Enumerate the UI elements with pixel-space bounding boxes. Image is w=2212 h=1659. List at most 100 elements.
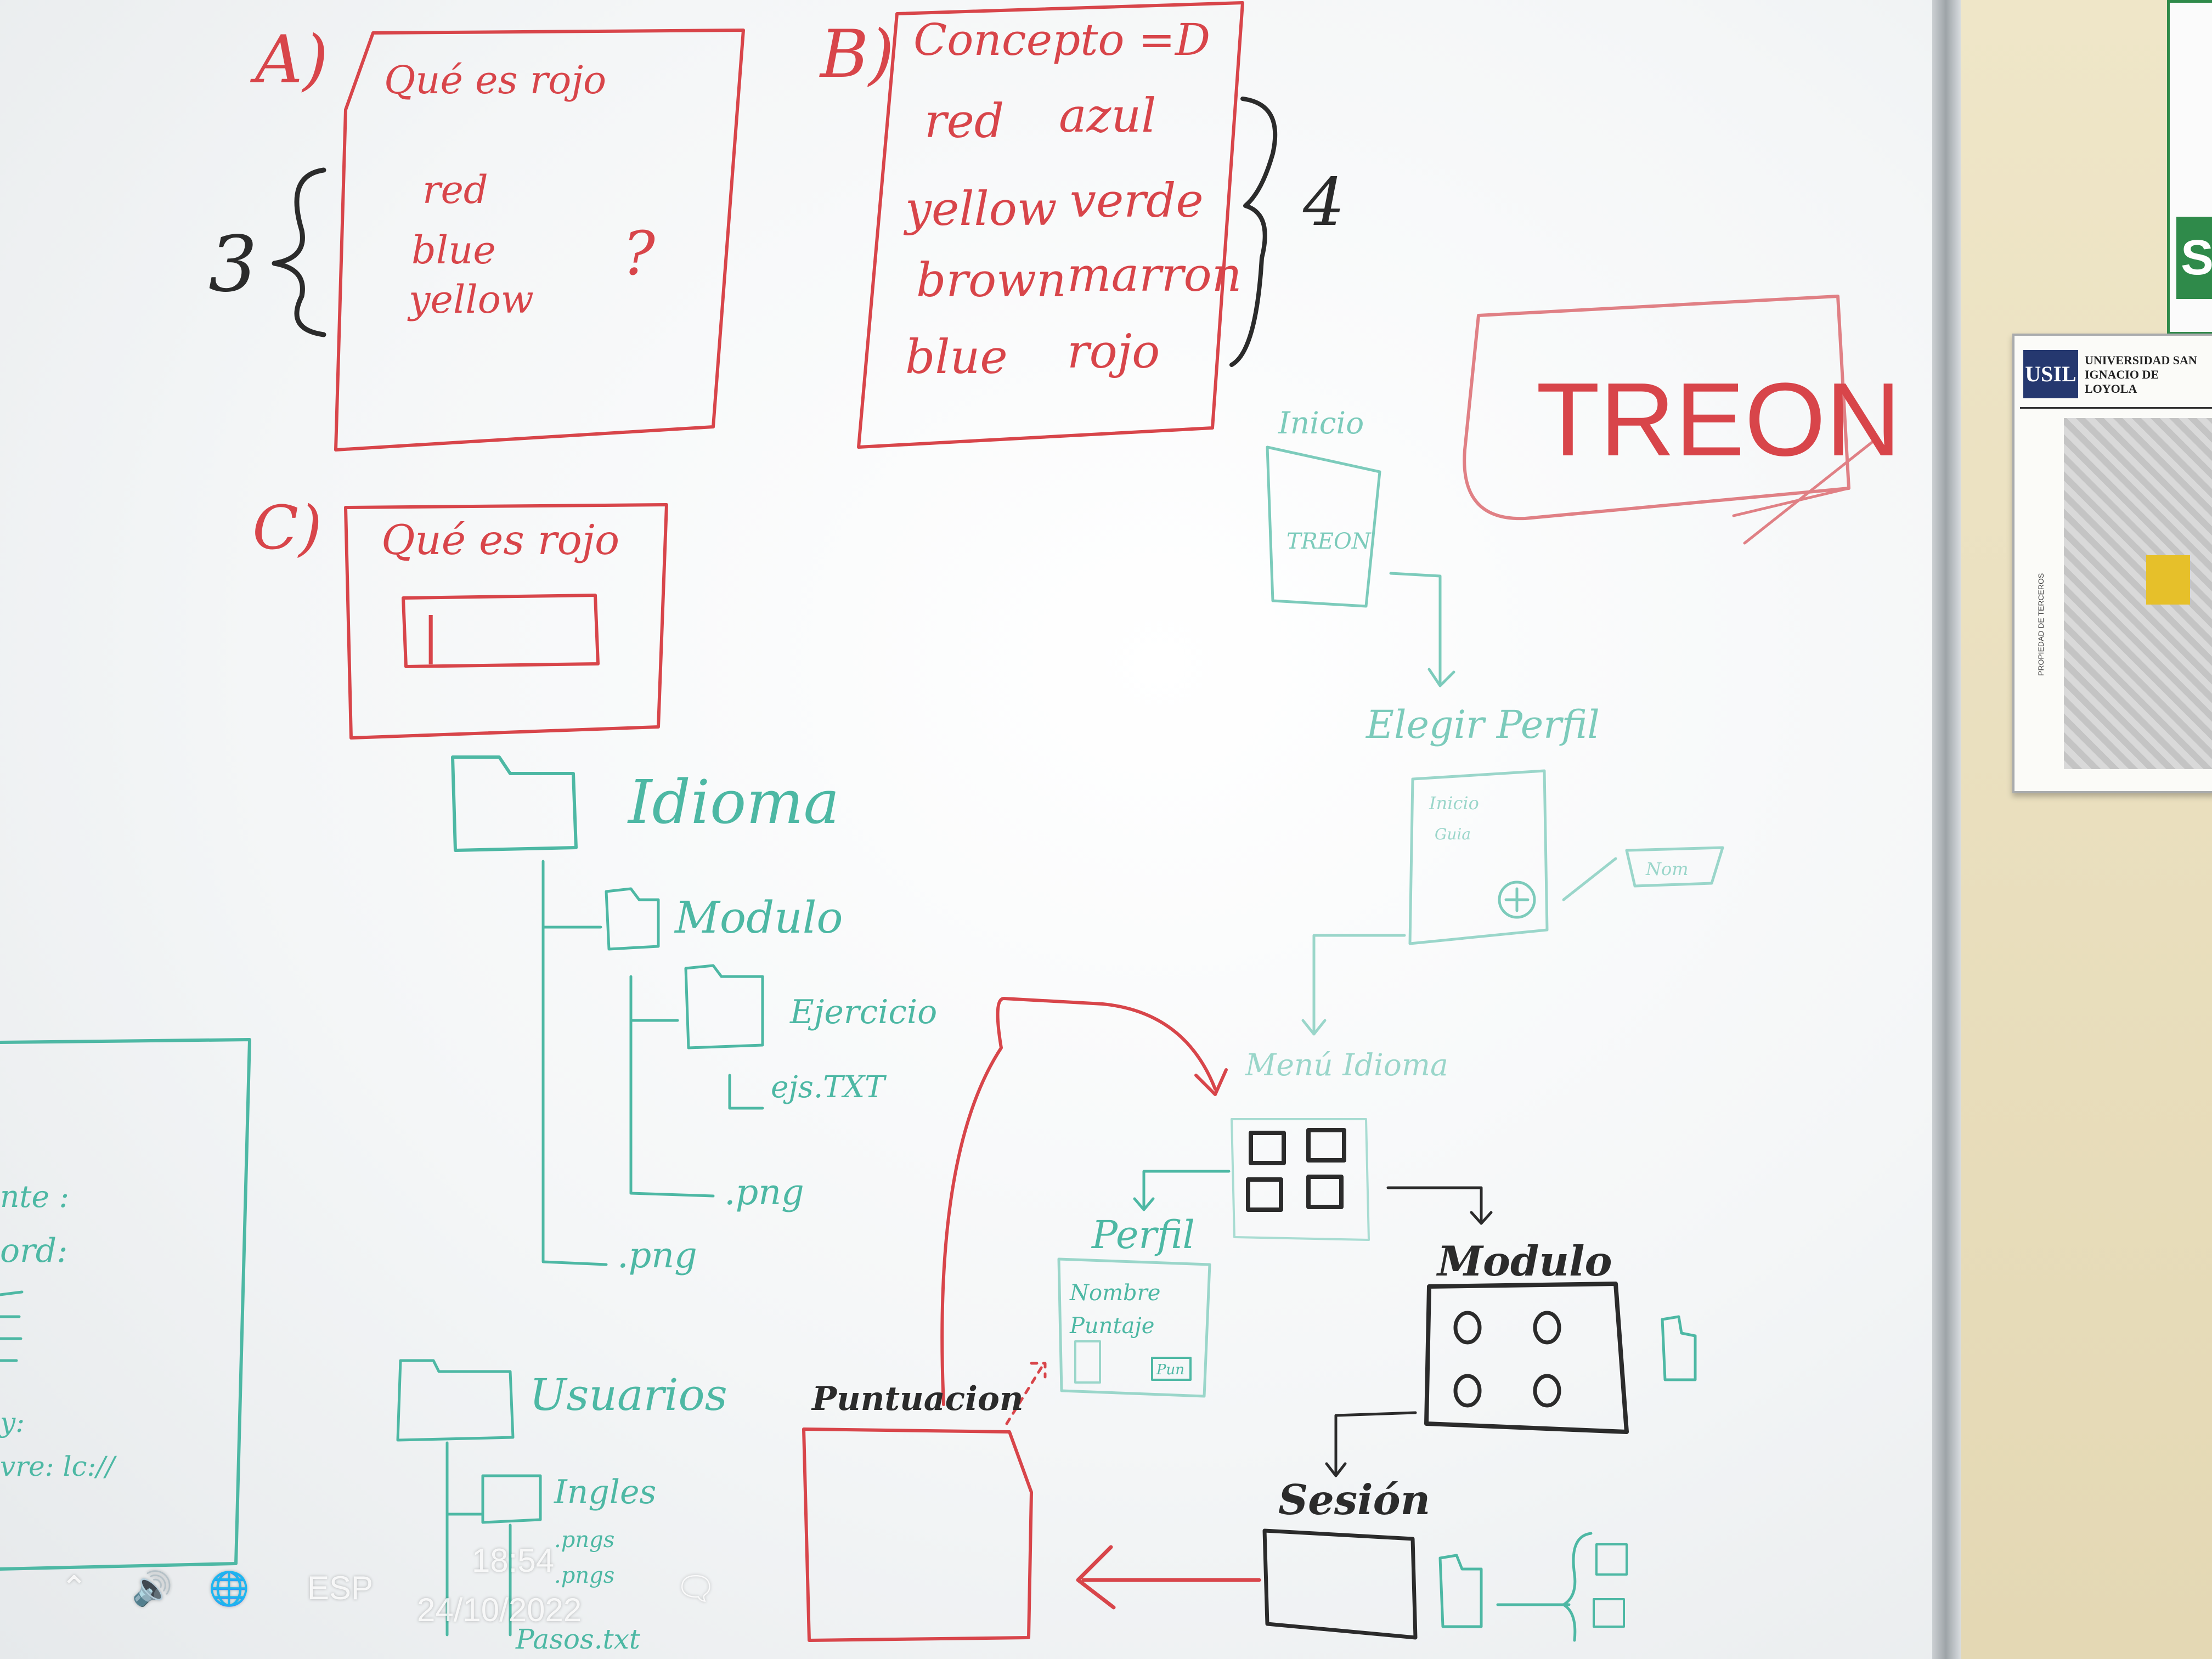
flow-profile-line-1: Inicio	[1429, 793, 1479, 814]
flow-arrow-2	[1301, 857, 1617, 1036]
flow-puntuacion-label: Puntuacion	[811, 1380, 1024, 1418]
menu-tile-1	[1249, 1131, 1286, 1165]
clock-time: 18:54	[472, 1542, 555, 1579]
folder-idioma-label: Idioma	[627, 767, 839, 837]
users-file-3: Pasos.txt	[515, 1623, 641, 1655]
folder-modulo-label: Modulo	[674, 892, 843, 943]
add-profile-icon	[1498, 881, 1536, 919]
folder-idioma	[451, 755, 578, 852]
folder-ingles-label: Ingles	[554, 1473, 656, 1511]
perfil-button	[1151, 1357, 1192, 1381]
label-a: A)	[250, 22, 328, 98]
file-png-1: .png	[724, 1172, 804, 1213]
flow-elegir-label: Elegir Perfil	[1365, 702, 1600, 747]
left-fragment-4: vre: lc://	[0, 1451, 117, 1482]
mini-button	[1625, 846, 1724, 888]
dotted-arrow	[1005, 1362, 1047, 1425]
elegir-perfil-card	[1408, 769, 1549, 945]
file-png-2: .png	[617, 1235, 697, 1276]
left-fragment-2: ord:	[0, 1232, 67, 1270]
module-slot-1	[1453, 1311, 1482, 1345]
label-c: C)	[252, 493, 322, 563]
sesion-box	[1262, 1528, 1418, 1640]
flow-sesion-label: Sesión	[1278, 1476, 1430, 1524]
treon-logo-text: TREON	[1536, 362, 1901, 478]
taskbar-reflection: ⌃ 🔊 🌐 ESP 18:54 24/10/2022 🗨	[55, 1542, 768, 1659]
inicio-card	[1266, 445, 1381, 608]
floor-plan	[2064, 418, 2212, 769]
menu-tile-4	[1306, 1175, 1344, 1209]
scores-to-menu-arrow	[940, 997, 1228, 1406]
left-fragment-1: nte :	[0, 1179, 69, 1214]
pair-1-es: azul	[1059, 89, 1156, 143]
menu-to-profile-arrow	[1133, 1170, 1231, 1211]
section-c-input	[402, 594, 600, 668]
treon-box	[1463, 295, 1850, 521]
section-c-title: Qué es rojo	[381, 516, 619, 564]
folder-ejercicio	[684, 964, 764, 1049]
section-c-cursor: |	[422, 607, 439, 665]
pair-2-en: yellow	[903, 182, 1057, 236]
chevron-up-icon: ⌃	[60, 1570, 88, 1606]
module-folder-icon	[1661, 1315, 1697, 1381]
module-slot-3	[1453, 1374, 1482, 1408]
module-slot-2	[1533, 1311, 1561, 1345]
add-plus	[1504, 887, 1530, 912]
globe-icon: 🌐	[208, 1570, 250, 1607]
section-c-box	[344, 503, 668, 740]
menu-to-module-arrow	[1386, 1186, 1493, 1225]
brace-4	[1229, 97, 1278, 367]
university-sign: USIL UNIVERSIDAD SAN IGNACIO DE LOYOLA P…	[2012, 334, 2212, 793]
speaker-icon: 🔊	[132, 1570, 173, 1607]
section-a-option-1: red	[422, 167, 488, 212]
section-b-box	[857, 1, 1244, 449]
flow-perfil-button-text: Pun	[1156, 1362, 1184, 1378]
floor-plan-highlight	[2146, 555, 2190, 605]
sign-header: USIL UNIVERSIDAD SAN IGNACIO DE LOYOLA	[2020, 341, 2212, 409]
board-frame	[1931, 0, 1961, 1659]
notification-icon: 🗨	[675, 1570, 717, 1607]
label-b: B)	[819, 16, 894, 93]
brace-4-label: 4	[1302, 165, 1345, 241]
brace-3	[272, 167, 326, 337]
users-file-1: .pngs	[554, 1527, 614, 1553]
section-a-option-2: blue	[411, 228, 496, 273]
folder-usuarios	[396, 1359, 515, 1442]
section-b-title: Concepto =D	[913, 14, 1210, 65]
pair-1-en: red	[924, 94, 1004, 149]
session-extras	[1438, 1532, 1593, 1642]
section-a-title: Qué es rojo	[384, 58, 606, 103]
menu-tile-2	[1306, 1128, 1346, 1163]
tree-trunk	[541, 860, 764, 1266]
module-slot-4	[1533, 1374, 1561, 1408]
file-ejs-label: ejs.TXT	[771, 1069, 887, 1104]
flow-inicio-label: Inicio	[1278, 405, 1364, 441]
left-panel-lines	[0, 1290, 24, 1362]
exit-sign: S	[2167, 0, 2212, 335]
modulo-card	[1424, 1282, 1629, 1434]
pair-3-en: brown	[916, 253, 1066, 308]
section-a-option-3: yellow	[407, 277, 534, 322]
session-to-scores-arrow	[1076, 1545, 1261, 1610]
perfil-photo	[1074, 1340, 1101, 1384]
menu-tile-3	[1246, 1177, 1283, 1212]
folder-modulo	[605, 887, 660, 951]
flow-perfil-field-2: Puntaje	[1069, 1313, 1154, 1339]
pair-2-es: verde	[1070, 174, 1204, 228]
flow-perfil-field-1: Nombre	[1069, 1280, 1160, 1306]
module-to-session-arrow	[1325, 1411, 1417, 1477]
section-a-question: ?	[623, 218, 656, 289]
users-file-2: .pngs	[554, 1563, 614, 1588]
puntuacion-box	[802, 1427, 1033, 1642]
flow-mini-button-text: Nom	[1645, 859, 1689, 879]
flow-menu-label: Menú Idioma	[1245, 1047, 1448, 1082]
clock-date: 24/10/2022	[417, 1592, 582, 1628]
section-a-box	[334, 29, 745, 452]
menu-grid-box	[1231, 1118, 1370, 1241]
left-panel	[0, 1038, 251, 1571]
pair-3-es: marron	[1067, 248, 1242, 302]
session-slot-1	[1595, 1543, 1628, 1576]
language-indicator: ESP	[307, 1570, 374, 1606]
flow-inicio-card-text: TREON	[1286, 529, 1372, 554]
